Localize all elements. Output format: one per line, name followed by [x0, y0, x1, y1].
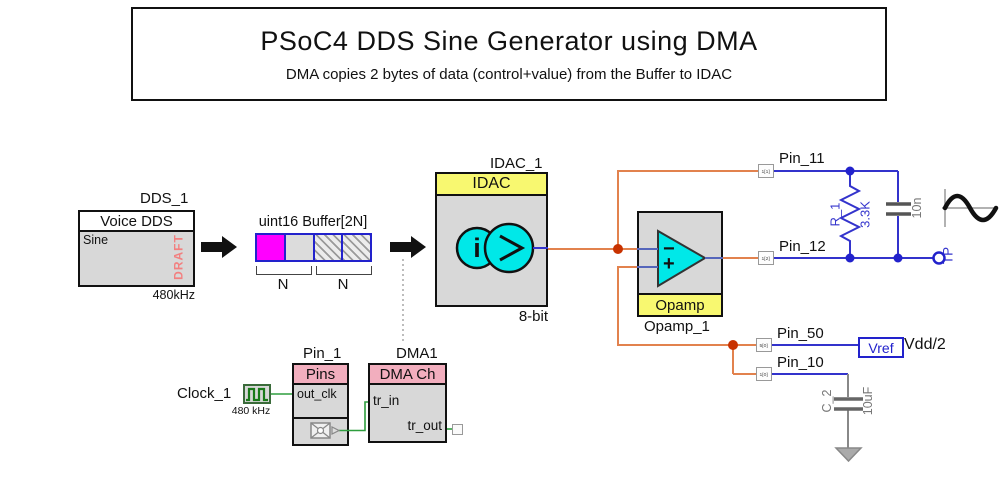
bracket-left	[256, 266, 312, 275]
sine-wave-icon	[942, 189, 999, 227]
pin1-component[interactable]: Pins out_clk	[292, 363, 349, 446]
analog-wires[interactable]	[548, 170, 758, 375]
flow-arrow-icon	[201, 236, 237, 258]
idac-current-source-icon: i	[455, 222, 548, 274]
dma-trin-label: tr_in	[373, 393, 400, 408]
pin12-terminal-id: 1[2]	[761, 255, 771, 261]
pin1-header: Pins	[294, 365, 347, 385]
opamp-header: Opamp	[639, 293, 721, 315]
wire-pin1-to-dma[interactable]	[339, 401, 368, 432]
schematic-title: PSoC4 DDS Sine Generator using DMA	[260, 25, 758, 56]
vref-label: Vref	[868, 339, 894, 356]
title-block: PSoC4 DDS Sine Generator using DMA DMA c…	[131, 7, 887, 101]
pin12-label: Pin_12	[779, 238, 826, 255]
idac-symbol-letter: i	[473, 233, 481, 263]
capacitor-icon	[886, 202, 911, 216]
dds-mode-label: Sine	[83, 233, 109, 247]
dma-instance-label: DMA1	[396, 345, 438, 362]
opamp-minus-input-label: −	[663, 238, 675, 260]
opamp-triangle-icon	[637, 229, 723, 288]
junction-dot	[613, 244, 623, 254]
pin50-terminal-id: 5[0]	[759, 342, 769, 348]
clock-waveform-icon	[246, 387, 268, 402]
pin11-terminal-id: 1[1]	[761, 168, 771, 174]
opamp-plus-input-label: +	[663, 253, 675, 275]
dma-component[interactable]: DMA Ch tr_in tr_out	[368, 363, 447, 443]
bracket-right-label: N	[337, 276, 349, 293]
pin1-pin-section	[294, 417, 347, 444]
idac-instance-label: IDAC_1	[490, 155, 543, 172]
clock-instance-label: Clock_1	[177, 385, 232, 402]
dds-frequency-label: 480kHz	[152, 288, 195, 302]
vref-value-label: Vdd/2	[904, 336, 946, 353]
buffer-cell-active	[257, 235, 284, 260]
schematic-subtitle: DMA copies 2 bytes of data (control+valu…	[285, 65, 733, 83]
pin10-terminal-id: 1[0]	[759, 371, 769, 377]
dma-trout-label: tr_out	[407, 418, 442, 433]
testpoint-icon[interactable]	[932, 251, 946, 265]
resistor-icon[interactable]	[838, 171, 862, 258]
ground-icon	[834, 447, 863, 463]
capacitor-icon	[834, 397, 863, 411]
pin11-terminal[interactable]: 1[1]	[758, 164, 774, 178]
clock-frequency-label: 480 kHz	[231, 405, 271, 417]
flow-arrow-icon	[390, 236, 426, 258]
idac-resolution-label: 8-bit	[518, 308, 548, 325]
pin1-instance-label: Pin_1	[303, 345, 342, 362]
buffer-cell-empty	[283, 235, 313, 260]
digital-wires[interactable]	[271, 393, 452, 432]
pin10-label: Pin_10	[777, 354, 824, 371]
pin50-terminal[interactable]: 5[0]	[756, 338, 772, 352]
dma-trout-terminal[interactable]	[452, 424, 463, 435]
dds-header: Voice DDS	[80, 212, 193, 232]
dds-instance-label: DDS_1	[140, 190, 189, 207]
junction-dot	[728, 340, 738, 350]
dds-component[interactable]: Voice DDS Sine DRAFT	[78, 210, 195, 287]
opamp-instance-label: Opamp_1	[644, 318, 710, 335]
buffer-cell-hatched	[341, 235, 370, 260]
bracket-right	[316, 266, 372, 275]
junction-dot	[845, 253, 855, 263]
pin10-terminal[interactable]: 1[0]	[756, 367, 772, 381]
pin11-label: Pin_11	[779, 150, 825, 167]
junction-dot	[845, 166, 855, 176]
buffer-array[interactable]	[255, 233, 372, 262]
dma-header: DMA Ch	[370, 365, 445, 385]
pin12-terminal[interactable]: 1[2]	[758, 251, 774, 265]
buffer-cell-hatched	[312, 235, 342, 260]
vref-tag[interactable]: Vref	[858, 337, 904, 358]
idac-header: IDAC	[437, 174, 546, 196]
junction-dot	[893, 253, 903, 263]
bracket-left-label: N	[277, 276, 289, 293]
pin-symbol-icon	[310, 422, 341, 439]
pin1-port-label: out_clk	[297, 387, 337, 401]
pin50-label: Pin_50	[777, 325, 824, 342]
buffer-label: uint16 Buffer[2N]	[258, 214, 368, 230]
